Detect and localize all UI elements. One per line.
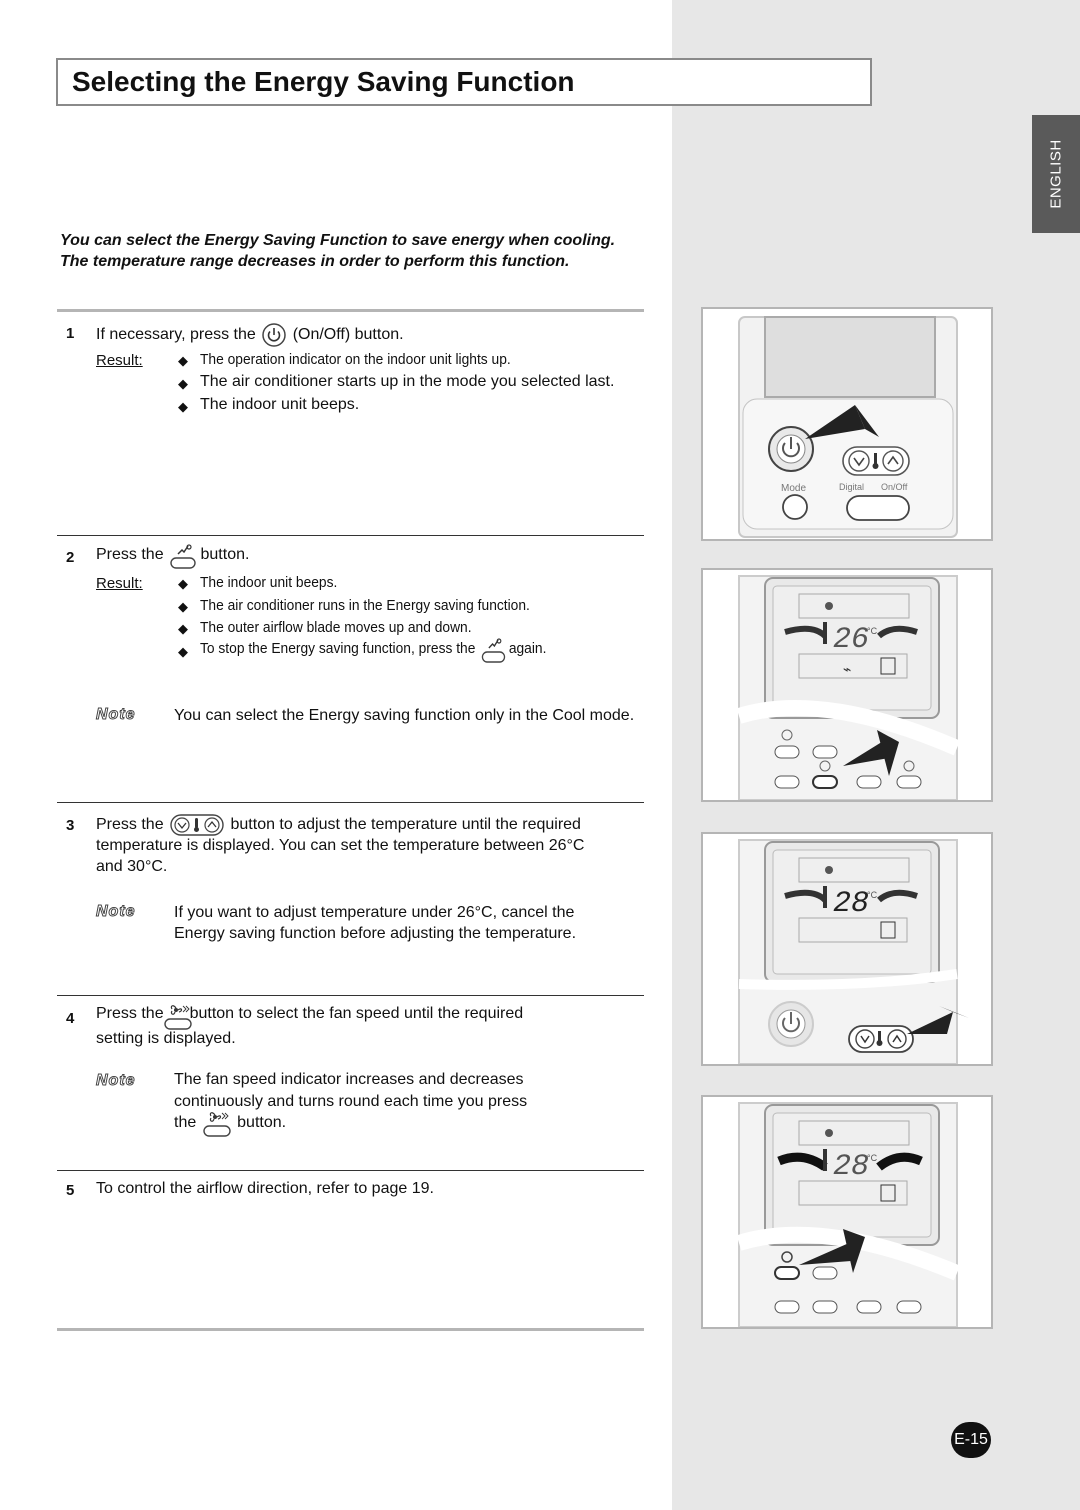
step-3-text-after: button to adjust the temperature until t…	[230, 816, 581, 834]
step-4-text-after: button to select the fan speed until the…	[189, 1005, 524, 1023]
onoff-button-label: On/Off	[881, 482, 908, 492]
power-icon	[262, 323, 286, 347]
step-1-result-2: The air conditioner starts up in the mod…	[200, 373, 615, 390]
display-unit: °C	[867, 626, 878, 636]
step-number-3: 3	[66, 817, 75, 834]
display-temperature: 28	[833, 887, 869, 921]
divider	[57, 535, 644, 536]
step-4-note-line3-after: button.	[237, 1114, 287, 1132]
step-2-text-after: button.	[200, 546, 250, 564]
step-4-text-before: Press the	[96, 1005, 164, 1023]
digital-button-label: Digital	[839, 482, 864, 492]
intro-text: You can select the Energy Saving Functio…	[60, 232, 616, 270]
divider	[57, 802, 644, 803]
step-3-text-before: Press the	[96, 816, 164, 834]
bullet-icon: ◆	[178, 576, 188, 591]
step-2-result-1: The indoor unit beeps.	[200, 574, 338, 591]
bullet-icon: ◆	[178, 376, 188, 391]
step-1-text: If necessary, press the (On/Off) button.	[96, 323, 404, 347]
step-3-text-line2: temperature is displayed. You can set th…	[96, 837, 585, 854]
note-label: Note	[96, 903, 136, 921]
remote-illustration-fan: 28 °C	[701, 1095, 993, 1329]
remote-illustration-energy: 26 °C ⌁	[701, 568, 993, 802]
language-tab: ENGLISH	[1032, 115, 1080, 233]
bullet-icon: ◆	[178, 399, 188, 414]
note-label: Note	[96, 706, 136, 724]
step-3-text: Press the button to adjust the temperatu…	[96, 813, 581, 837]
mode-button-label: Mode	[781, 483, 806, 494]
step-number-5: 5	[66, 1182, 75, 1199]
step-2-result-4-text: To stop the Energy saving function, pres…	[200, 639, 476, 657]
step-2-result-2: The air conditioner runs in the Energy s…	[200, 597, 530, 614]
divider	[57, 1170, 644, 1171]
page-number: E-15	[951, 1422, 991, 1458]
note-label: Note	[96, 1072, 136, 1090]
result-label: Result:	[96, 575, 143, 592]
step-number-1: 1	[66, 325, 75, 342]
step-1-text-after: (On/Off) button.	[292, 326, 404, 344]
fan-icon	[163, 1002, 192, 1030]
divider	[57, 309, 644, 312]
step-3-text-line3: and 30°C.	[96, 858, 168, 875]
title-box: Selecting the Energy Saving Function	[56, 58, 872, 106]
step-5-text: To control the airflow direction, refer …	[96, 1180, 434, 1197]
display-temperature: 26	[833, 623, 869, 657]
step-2-result-4-suffix: again.	[508, 639, 547, 657]
bullet-icon: ◆	[178, 599, 188, 614]
step-2-text: Press the button.	[96, 543, 250, 569]
step-2-result-4: To stop the Energy saving function, pres…	[200, 637, 547, 663]
fan-icon	[203, 1109, 231, 1137]
step-4-note-line1: The fan speed indicator increases and de…	[174, 1071, 524, 1088]
bullet-icon: ◆	[178, 621, 188, 636]
step-number-4: 4	[66, 1010, 75, 1027]
display-temperature: 28	[833, 1150, 869, 1184]
step-1-result-3: The indoor unit beeps.	[200, 396, 360, 413]
display-unit: °C	[867, 1153, 878, 1163]
remote-illustration-temperature: 28 °C	[701, 832, 993, 1066]
energy-saving-icon	[481, 637, 505, 663]
step-4-note-line3: the button.	[174, 1109, 286, 1137]
step-number-2: 2	[66, 549, 75, 566]
step-1-result-1: The operation indicator on the indoor un…	[200, 351, 511, 368]
divider	[57, 1328, 644, 1331]
energy-saving-icon	[170, 543, 196, 569]
svg-text:⌁: ⌁	[843, 662, 851, 678]
remote-illustration-power: Mode Digital On/Off	[701, 307, 993, 541]
step-2-result-3: The outer airflow blade moves up and dow…	[200, 619, 472, 636]
temperature-icon	[170, 813, 224, 837]
step-4-note-line3-before: the	[174, 1114, 197, 1132]
step-2-text-before: Press the	[96, 546, 164, 564]
bullet-icon: ◆	[178, 353, 188, 368]
step-4-text: Press the button to select the fan speed…	[96, 1002, 524, 1030]
page-title: Selecting the Energy Saving Function	[72, 66, 575, 97]
step-4-note-line2: continuously and turns round each time y…	[174, 1093, 528, 1110]
display-unit: °C	[867, 890, 878, 900]
step-3-note: If you want to adjust temperature under …	[174, 904, 577, 942]
divider	[57, 995, 644, 996]
language-tab-label: ENGLISH	[1047, 139, 1065, 209]
result-label: Result:	[96, 352, 143, 369]
bullet-icon: ◆	[178, 644, 188, 659]
step-1-text-before: If necessary, press the	[96, 326, 256, 344]
step-4-text-line2: setting is displayed.	[96, 1030, 236, 1047]
step-2-note: You can select the Energy saving functio…	[174, 707, 635, 724]
